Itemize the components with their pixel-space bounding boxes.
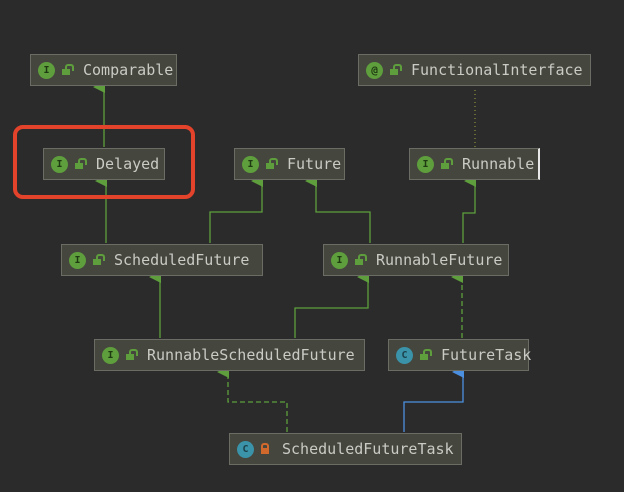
node-label: RunnableFuture xyxy=(376,251,503,269)
interface-icon: I xyxy=(51,155,68,173)
class-icon: C xyxy=(396,346,413,364)
interface-icon: I xyxy=(69,251,86,269)
node-label: FunctionalInterface xyxy=(411,61,583,79)
public-lock-icon xyxy=(389,64,402,76)
interface-icon: I xyxy=(38,61,55,79)
public-lock-icon xyxy=(61,64,74,76)
public-lock-icon xyxy=(440,158,453,170)
public-lock-icon xyxy=(265,158,278,170)
public-lock-icon xyxy=(92,254,105,266)
node-scheduled-future[interactable]: I ScheduledFuture xyxy=(61,244,263,276)
node-runnable-future[interactable]: I RunnableFuture xyxy=(323,244,509,276)
edge-rsf-runnablefuture xyxy=(294,271,369,338)
node-scheduled-future-task[interactable]: C ScheduledFutureTask xyxy=(229,433,462,465)
node-runnable[interactable]: I Runnable xyxy=(409,148,540,180)
edge-sft-futuretask xyxy=(403,366,464,432)
node-label: FutureTask xyxy=(441,346,532,364)
interface-icon: I xyxy=(331,251,348,269)
interface-icon: I xyxy=(242,155,259,173)
public-lock-icon xyxy=(354,254,367,266)
private-lock-icon xyxy=(260,443,270,455)
node-functional-interface[interactable]: @ FunctionalInterface xyxy=(358,54,591,86)
node-label: Future xyxy=(287,155,342,173)
edge-sft-rsf xyxy=(217,366,288,432)
class-icon: C xyxy=(237,440,254,458)
public-lock-icon xyxy=(74,158,87,170)
node-future[interactable]: I Future xyxy=(234,148,345,180)
node-future-task[interactable]: C FutureTask xyxy=(388,339,532,371)
public-lock-icon xyxy=(125,349,138,361)
node-label: ScheduledFutureTask xyxy=(282,440,454,458)
node-comparable[interactable]: I Comparable xyxy=(30,54,177,86)
delayed-highlight-box xyxy=(13,125,195,199)
annotation-icon: @ xyxy=(366,61,383,79)
interface-icon: I xyxy=(102,346,119,364)
node-label: RunnableScheduledFuture xyxy=(147,346,355,364)
node-label: Runnable xyxy=(462,155,535,173)
node-delayed[interactable]: I Delayed xyxy=(43,148,165,180)
node-label: Delayed xyxy=(96,155,160,173)
public-lock-icon xyxy=(419,349,432,361)
node-runnable-scheduled-future[interactable]: I RunnableScheduledFuture xyxy=(94,339,365,371)
node-label: ScheduledFuture xyxy=(114,251,250,269)
edge-runnablefuture-future xyxy=(305,175,371,243)
edge-scheduledfuture-future xyxy=(209,175,263,243)
edge-runnablefuture-runnable xyxy=(462,175,476,243)
interface-icon: I xyxy=(417,155,434,173)
node-label: Comparable xyxy=(83,61,174,79)
